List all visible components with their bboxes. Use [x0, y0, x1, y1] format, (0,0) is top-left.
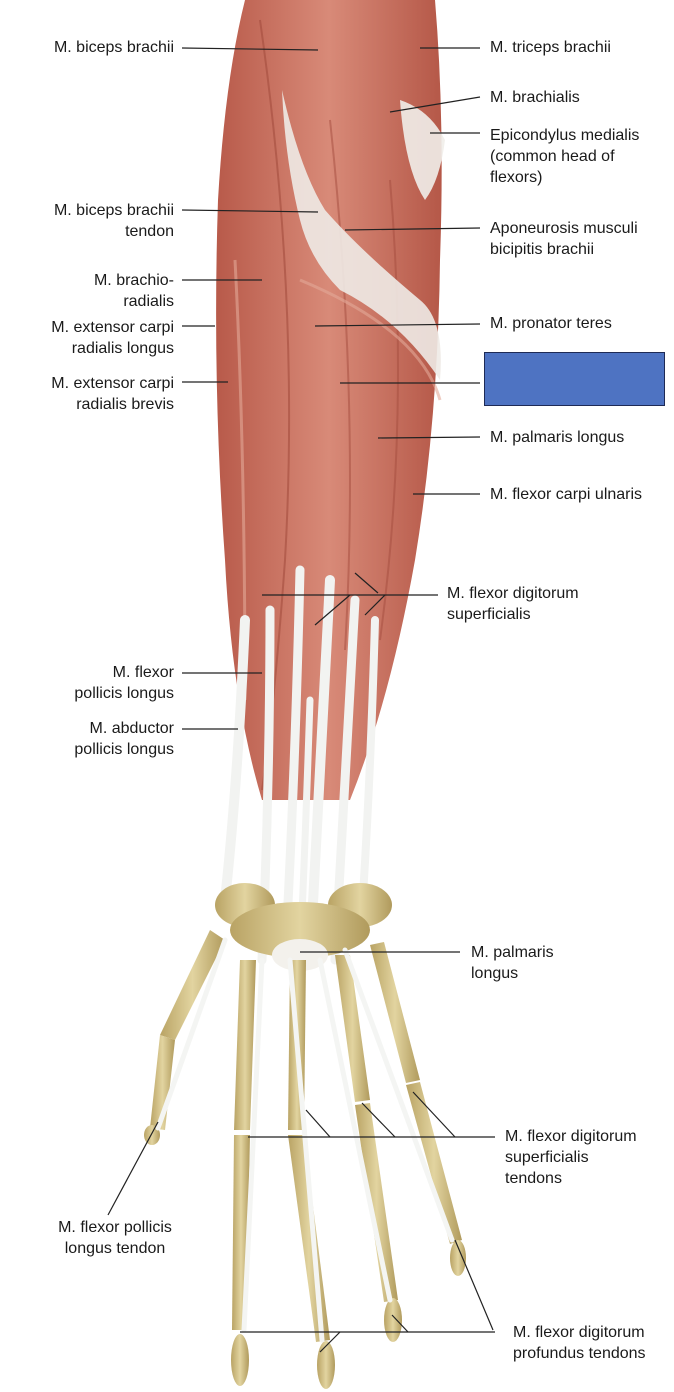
finger-tendons [155, 937, 455, 1343]
label-triceps-brachii: M. triceps brachii [490, 39, 611, 56]
label-extensor-carpi-radialis-brevis: M. extensor carpi radialis brevis [51, 375, 174, 413]
label-flexor-pollicis-longus: M. flexor pollicis longus [74, 664, 174, 702]
label-fds-tendons: M. flexor digitorum superficialis tendon… [505, 1128, 637, 1187]
masked-label-box [484, 352, 665, 406]
label-biceps-brachii-tendon: M. biceps brachii tendon [53, 202, 174, 240]
label-epicondylus-medialis: Epicondylus medialis (common head of fle… [490, 127, 640, 186]
leader-lines [107, 47, 495, 1353]
label-aponeurosis: Aponeurosis musculi bicipitis brachii [490, 220, 638, 258]
label-brachialis: M. brachialis [490, 89, 580, 106]
label-palmaris-longus-lower: M. palmaris longus [471, 944, 554, 982]
label-flexor-pollicis-longus-tendon: M. flexor pollicis longus tendon [58, 1219, 172, 1257]
label-abductor-pollicis-longus: M. abductor pollicis longus [74, 720, 174, 758]
label-fdp-tendons: M. flexor digitorum profundus tendons [513, 1324, 646, 1362]
carpal-bones [215, 883, 392, 971]
label-palmaris-longus-upper: M. palmaris longus [490, 429, 625, 446]
label-pronator-teres: M. pronator teres [490, 315, 612, 332]
label-flexor-carpi-ulnaris: M. flexor carpi ulnaris [490, 486, 643, 503]
label-biceps-brachii: M. biceps brachii [53, 39, 174, 56]
label-brachioradialis: M. brachio- radialis [93, 272, 174, 310]
label-extensor-carpi-radialis-longus: M. extensor carpi radialis longus [51, 319, 174, 357]
aponeurosis [282, 90, 445, 380]
label-flexor-digitorum-superficialis: M. flexor digitorum superficialis [447, 585, 579, 623]
